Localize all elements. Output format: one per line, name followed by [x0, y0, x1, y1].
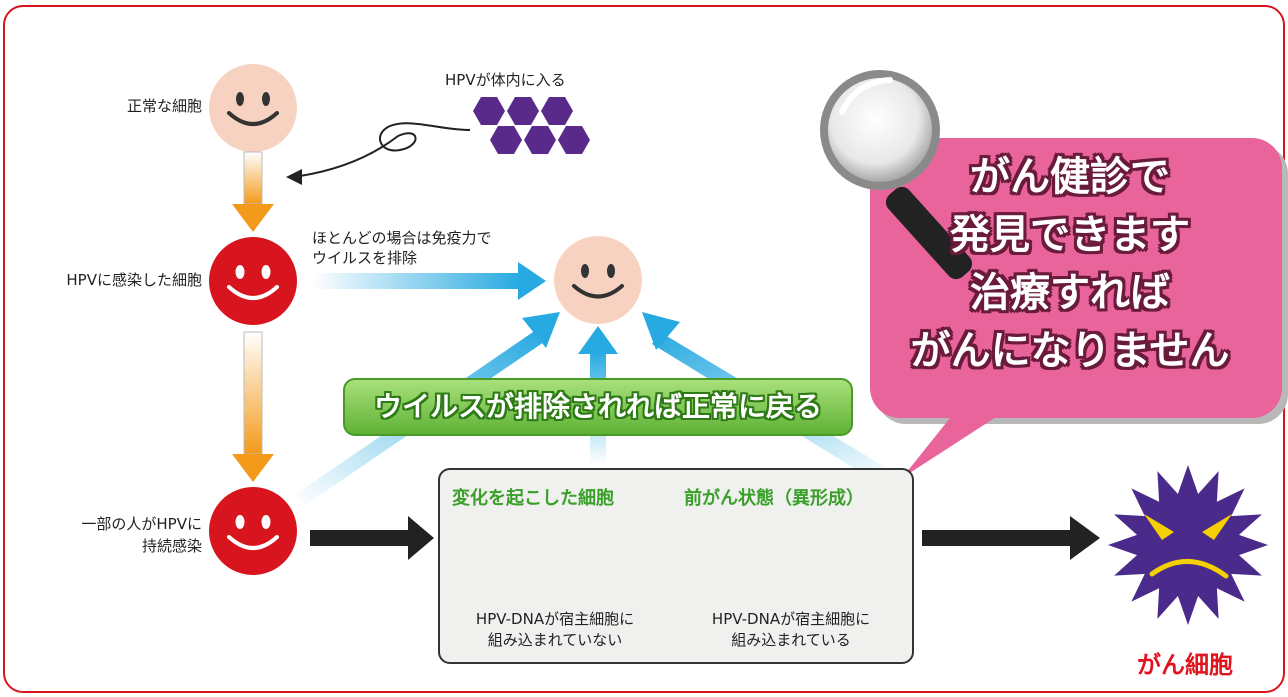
- label-immune-line2: ウイルスを排除: [312, 249, 418, 267]
- immune-clear-arrow: [312, 262, 546, 300]
- label-persistent-line2: 持続感染: [141, 537, 202, 555]
- label-hpv-enters: HPVが体内に入る: [445, 71, 566, 89]
- label-dna-not-integrated-2: 組み込まれていない: [487, 631, 623, 649]
- restored-cell-face-icon: [554, 236, 642, 324]
- label-precancer: 前がん状態（異形成）: [684, 488, 864, 509]
- label-persistent-line1: 一部の人がHPVに: [81, 515, 202, 533]
- label-dna-not-integrated-1: HPV-DNAが宿主細胞に: [475, 610, 635, 628]
- label-infected-cell: HPVに感染した細胞: [66, 271, 202, 289]
- to-change-arrow: [310, 516, 434, 560]
- persistent-cell-face-icon: [209, 487, 297, 575]
- cancer-cell-icon: [1108, 465, 1268, 625]
- speech-bubble: [870, 138, 1288, 478]
- bubble-text: がん健診で 発見できます 治療すれば がんになりません: [880, 148, 1260, 380]
- virus-hexagon-icon: [473, 97, 590, 154]
- progress-arrow-2: [232, 331, 274, 482]
- green-banner: ウイルスが排除されれば正常に戻る: [343, 378, 853, 436]
- to-cancer-arrow: [922, 516, 1100, 560]
- infected-cell-face-icon: [209, 237, 297, 325]
- label-cancer-cell: がん細胞: [1137, 651, 1233, 679]
- virus-entry-arrow: [286, 122, 471, 185]
- normal-cell-face-icon: [209, 64, 297, 152]
- label-dna-integrated-2: 組み込まれている: [731, 631, 851, 649]
- label-normal-cell: 正常な細胞: [126, 97, 202, 115]
- bubble-line-1: がん健診で: [970, 154, 1170, 200]
- magnifier-icon: [820, 70, 973, 280]
- change-box: [438, 468, 914, 664]
- label-changed-cell: 変化を起こした細胞: [452, 488, 614, 509]
- bubble-line-3: 治療すれば: [970, 270, 1170, 316]
- label-immune-line1: ほとんどの場合は免疫力で: [312, 229, 492, 247]
- label-dna-integrated-1: HPV-DNAが宿主細胞に: [711, 610, 871, 628]
- bubble-line-4: がんになりません: [910, 328, 1230, 374]
- progress-arrow-1: [232, 151, 274, 232]
- bubble-line-2: 発見できます: [950, 212, 1190, 258]
